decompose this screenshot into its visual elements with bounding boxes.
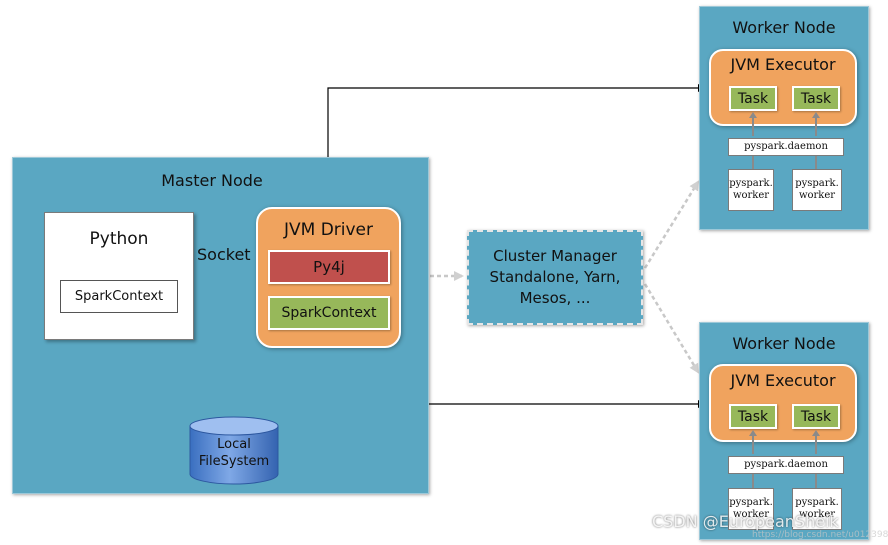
cluster-to-worker1-dashed — [643, 180, 700, 269]
worker-1-task-2: Task — [792, 86, 840, 111]
worker-1-executor-label: JVM Executor — [730, 54, 836, 74]
cluster-manager-line3: Mesos, ... — [519, 289, 591, 307]
worker-1-pyworker-2-line1: pyspark. — [795, 178, 839, 189]
worker-1-pyworker-1-line1: pyspark. — [729, 178, 773, 189]
worker-2-pyworker-2-line2: worker — [798, 509, 836, 520]
worker-2-task-1: Task — [729, 404, 777, 429]
worker-2-pyworker-1-line2: worker — [732, 509, 770, 520]
local-fs-label-line2: FileSystem — [198, 453, 270, 469]
cluster-manager-line2: Standalone, Yarn, — [489, 268, 621, 286]
python-box — [44, 212, 194, 340]
worker-node-2-title: Worker Node — [732, 333, 836, 353]
worker-2-pyworker-2-line1: pyspark. — [795, 497, 839, 508]
python-label: Python — [89, 229, 149, 249]
worker-2-jvm-executor-box — [709, 364, 857, 442]
cluster-manager-box: Cluster Manager Standalone, Yarn, Mesos,… — [467, 230, 643, 325]
worker-1-pyworker-2: pyspark. worker — [792, 169, 842, 211]
socket-label: Socket — [197, 245, 251, 264]
worker-2-internal-arrows — [749, 430, 820, 490]
worker-2-executor-label: JVM Executor — [730, 370, 836, 390]
worker-1-daemon-label: pyspark.daemon — [744, 141, 828, 152]
worker-2-task-1-label: Task — [737, 408, 769, 425]
watermark-faint-url: https://blog.csdn.net/u012398 — [752, 530, 888, 540]
cluster-manager-line1: Cluster Manager — [493, 247, 617, 265]
watermark-text: CSDN @EuropeanSheik — [652, 512, 839, 531]
worker-1-task-1-label: Task — [737, 90, 769, 107]
worker-1-task-2-label: Task — [800, 90, 832, 107]
spark-context-box: SparkContext — [60, 280, 178, 313]
worker-2-pyworker-1: pyspark. worker — [728, 488, 774, 530]
worker-2-daemon-box: pyspark.daemon — [728, 456, 844, 474]
worker-2-daemon-label: pyspark.daemon — [744, 459, 828, 470]
driver-spark-context-label: SparkContext — [281, 305, 377, 321]
driver-spark-context-box: SparkContext — [268, 296, 390, 330]
local-fs-label-line1: Local — [217, 436, 251, 452]
worker-1-task-1: Task — [729, 86, 777, 111]
worker-1-daemon-box: pyspark.daemon — [728, 138, 844, 156]
worker-2-task-2: Task — [792, 404, 840, 429]
worker-1-pyworker-1-line2: worker — [732, 190, 770, 201]
spark-context-label: SparkContext — [74, 289, 164, 304]
worker-2-task-2-label: Task — [800, 408, 832, 425]
master-node-title: Master Node — [161, 170, 263, 190]
worker-1-pyworker-1: pyspark. worker — [728, 169, 774, 211]
py4j-box: Py4j — [268, 250, 390, 284]
py4j-label: Py4j — [313, 258, 345, 276]
cluster-to-worker2-dashed — [643, 283, 700, 374]
jvm-driver-label: JVM Driver — [283, 220, 374, 240]
worker-2-pyworker-2: pyspark. worker — [792, 488, 842, 530]
worker-node-1-title: Worker Node — [732, 17, 836, 37]
local-filesystem-cylinder-icon — [189, 416, 279, 485]
worker-2-pyworker-1-line1: pyspark. — [729, 497, 773, 508]
worker-1-pyworker-2-line2: worker — [798, 190, 836, 201]
